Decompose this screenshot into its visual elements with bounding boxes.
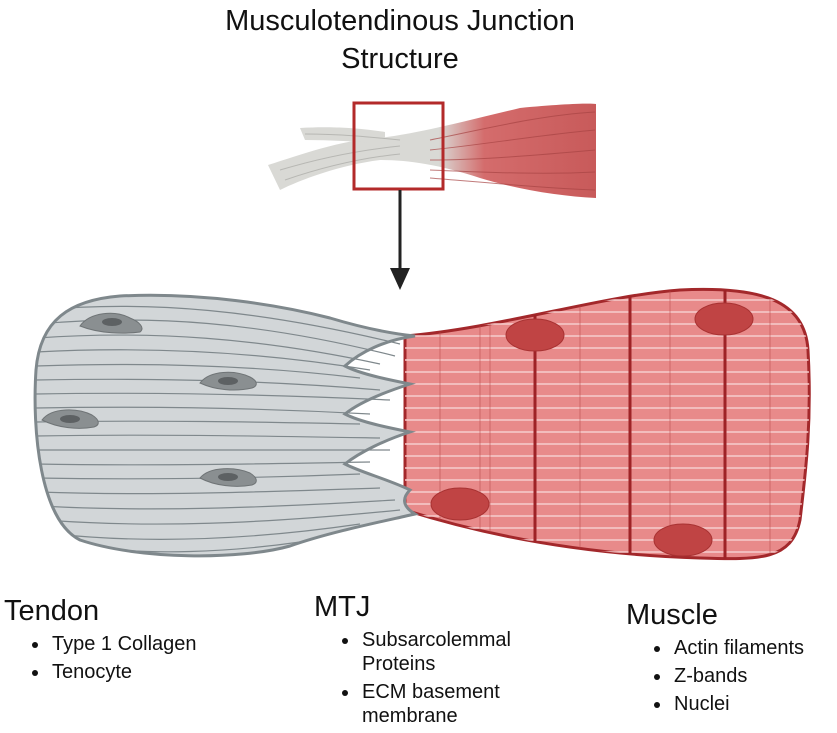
tendon-item: Type 1 Collagen xyxy=(50,632,197,656)
tenocytes xyxy=(41,312,257,487)
tendon-item: Tenocyte xyxy=(50,660,197,684)
muscle-list: Actin filaments Z-bands Nuclei xyxy=(626,636,804,716)
mtj-item: Subsarcolemmal Proteins xyxy=(360,628,554,676)
title-line-2: Structure xyxy=(341,43,459,75)
muscle-heading: Muscle xyxy=(626,599,718,631)
mtj-heading: MTJ xyxy=(314,591,371,623)
tendon-heading: Tendon xyxy=(4,595,100,627)
zoom-arrow xyxy=(390,190,410,290)
mtj-item: ECM basement membrane xyxy=(360,680,554,728)
tendon-list: Type 1 Collagen Tenocyte xyxy=(4,632,197,684)
muscle-item: Actin filaments xyxy=(672,636,804,660)
nuclei xyxy=(430,302,754,557)
mtj-info: MTJ Subsarcolemmal Proteins ECM basement… xyxy=(314,590,554,732)
muscle-section xyxy=(403,287,811,561)
muscle-info: Muscle Actin filaments Z-bands Nuclei xyxy=(626,598,804,720)
muscle-tendon-thumbnail xyxy=(268,101,596,198)
muscle-item: Nuclei xyxy=(672,692,804,716)
title-line-1: Musculotendinous Junction xyxy=(225,5,575,37)
zoom-box xyxy=(352,101,445,191)
tendon-section xyxy=(33,293,419,558)
tendon-info: Tendon Type 1 Collagen Tenocyte xyxy=(4,594,197,688)
muscle-item: Z-bands xyxy=(672,664,804,688)
collagen-fibers xyxy=(35,305,401,553)
diagram-title: Musculotendinous Junction Structure xyxy=(0,2,800,78)
mtj-list: Subsarcolemmal Proteins ECM basement mem… xyxy=(314,628,554,728)
